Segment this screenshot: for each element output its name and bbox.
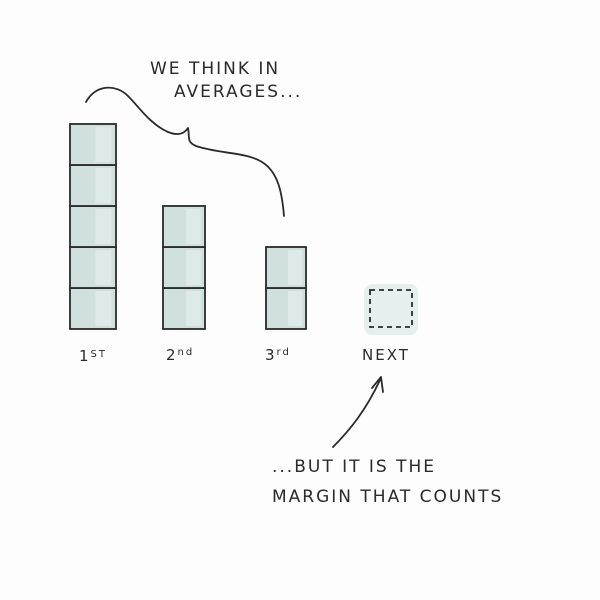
first-block-wash-3: [95, 209, 112, 244]
curly-brace-icon: [85, 86, 285, 217]
first-block-wash-5: [95, 127, 112, 162]
third-block-wash-2: [288, 250, 302, 285]
first-block-wash-2: [95, 250, 112, 285]
label-second: 2nd: [166, 346, 194, 364]
block-columns: [69, 123, 418, 335]
second-block-wash-1: [186, 291, 201, 326]
second-block-wash-2: [186, 250, 201, 285]
arrow-head: [371, 376, 384, 393]
label-next: NEXT: [362, 346, 410, 364]
next-block-dashed: [369, 289, 413, 328]
label-third: 3rd: [265, 346, 291, 364]
first-block-wash-1: [95, 291, 112, 326]
label-first: 1ST: [79, 347, 107, 365]
bottom-caption-line-1: ...BUT IT IS THE: [272, 457, 436, 477]
next-block-glow: [364, 284, 418, 335]
first-block-wash-4: [95, 168, 112, 203]
second-block-wash-3: [186, 209, 201, 244]
third-block-wash-1: [288, 291, 302, 326]
curved-arrow-icon: [332, 379, 381, 448]
top-caption-line-2: AVERAGES...: [174, 82, 302, 102]
top-caption-line-1: WE THINK IN: [150, 59, 280, 79]
bottom-caption-line-2: MARGIN THAT COUNTS: [272, 487, 503, 507]
